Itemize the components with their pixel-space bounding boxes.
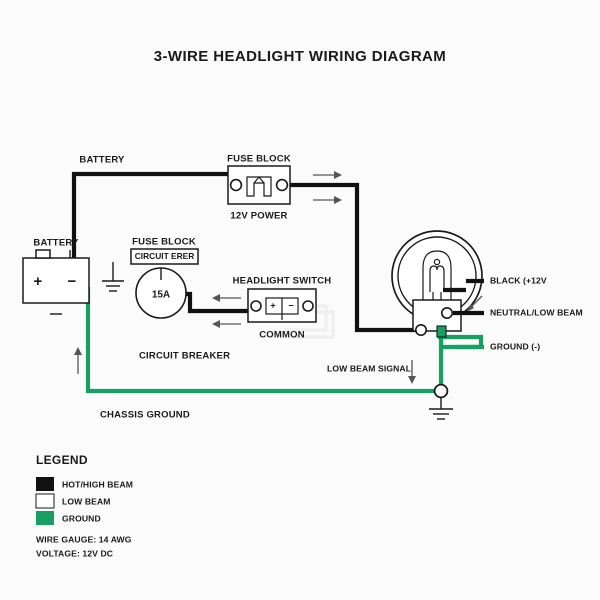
legend-label-hot-high-beam: HOT/HIGH BEAM bbox=[62, 479, 133, 489]
battery-label: BATTERY bbox=[33, 238, 79, 249]
legend-item-hot-high-beam: HOT/HIGH BEAM bbox=[36, 477, 133, 491]
legend-label-low-beam: LOW BEAM bbox=[62, 496, 111, 506]
headlight-terminal-black-label: BLACK (+12V bbox=[490, 275, 547, 285]
battery-plus-symbol: + bbox=[34, 273, 43, 290]
chassis-ground-node bbox=[429, 383, 453, 420]
battery-component: BATTERY + − bbox=[22, 238, 90, 315]
headlight-terminal-ground[interactable] bbox=[436, 325, 447, 338]
legend-item-ground: GROUND bbox=[36, 511, 101, 525]
legend-note-voltage: VOLTAGE: 12V DC bbox=[36, 548, 113, 558]
circuit-breaker-component[interactable]: FUSE BLOCK CIRCUIT ERER 15A CIRCUIT BREA… bbox=[130, 237, 230, 362]
headlight-label-ground: GROUND (-) bbox=[455, 341, 540, 351]
legend: LEGEND HOT/HIGH BEAM LOW BEAM GROUND WIR… bbox=[35, 453, 133, 558]
fuse-block-label: FUSE BLOCK bbox=[227, 154, 291, 165]
switch-terminal-right[interactable] bbox=[302, 300, 314, 312]
battery-wire-label: BATTERY bbox=[79, 155, 125, 166]
circuit-breaker-fuse-block-label: FUSE BLOCK bbox=[132, 237, 196, 248]
circuit-breaker-box-label: CIRCUIT ERER bbox=[135, 251, 195, 261]
headlight-terminal-low-beam[interactable] bbox=[414, 323, 427, 336]
legend-note-wire-gauge: WIRE GAUGE: 14 AWG bbox=[36, 534, 132, 544]
page-title: 3-WIRE HEADLIGHT WIRING DIAGRAM bbox=[154, 48, 446, 65]
headlight-switch-label: HEADLIGHT SWITCH bbox=[233, 276, 332, 287]
ground-symbol-battery bbox=[102, 262, 124, 292]
headlight-label-black: BLACK (+12V bbox=[466, 275, 547, 285]
headlight-terminal-neutral[interactable] bbox=[440, 306, 453, 319]
low-beam-signal-label: LOW BEAM SIGNAL bbox=[327, 363, 411, 373]
legend-title: LEGEND bbox=[36, 453, 88, 467]
headlight-callout-arrow bbox=[465, 295, 483, 313]
legend-item-low-beam: LOW BEAM bbox=[35, 493, 111, 509]
bulb-tip-icon bbox=[433, 258, 441, 266]
fuse-block-sublabel: 12V POWER bbox=[230, 211, 287, 222]
switch-minus-symbol: − bbox=[288, 300, 293, 310]
arrow-switch-in-upper bbox=[212, 294, 241, 302]
headlight-label-neutral: NEUTRAL/LOW BEAM bbox=[453, 307, 583, 317]
fuse-block-terminal-right[interactable] bbox=[275, 178, 289, 192]
bulb-filament-icon bbox=[429, 265, 445, 292]
fuse-block-terminal-left[interactable] bbox=[229, 178, 243, 192]
fuse-block-12v-power[interactable]: FUSE BLOCK 12V POWER bbox=[227, 154, 291, 222]
wire-breaker-to-switch bbox=[178, 291, 249, 314]
arrow-power-out-upper bbox=[313, 171, 342, 179]
headlight-switch-component[interactable]: HEADLIGHT SWITCH + − COMMON bbox=[233, 276, 332, 341]
switch-terminal-left[interactable] bbox=[250, 300, 262, 312]
headlight-switch-sublabel: COMMON bbox=[259, 330, 305, 341]
headlight-terminal-neutral-label: NEUTRAL/LOW BEAM bbox=[490, 307, 583, 317]
arrow-switch-in-lower bbox=[212, 320, 241, 328]
legend-swatch-hot-high-beam bbox=[36, 477, 54, 491]
wire-switch-low-beam bbox=[284, 304, 335, 339]
wire-fuse-block-to-headlight bbox=[289, 182, 419, 333]
wire-chassis-ground bbox=[85, 287, 444, 394]
legend-label-ground: GROUND bbox=[62, 513, 101, 523]
arrow-power-out-lower bbox=[313, 196, 342, 204]
low-beam-signal-callout: LOW BEAM SIGNAL bbox=[327, 360, 416, 384]
bulb-envelope-icon bbox=[422, 250, 452, 303]
wire-battery-to-fuse-block bbox=[71, 171, 228, 281]
battery-minus-symbol: − bbox=[68, 273, 77, 290]
legend-swatch-low-beam bbox=[35, 493, 55, 509]
circuit-breaker-rating: 15A bbox=[152, 290, 170, 301]
headlight-terminal-ground-label: GROUND (-) bbox=[490, 341, 540, 351]
ground-junction-node[interactable] bbox=[433, 383, 449, 399]
legend-swatch-ground bbox=[36, 511, 54, 525]
circuit-breaker-caption: CIRCUIT BREAKER bbox=[139, 351, 230, 362]
switch-plus-symbol: + bbox=[270, 300, 275, 310]
arrow-ground-return bbox=[74, 347, 82, 374]
headlight-component[interactable] bbox=[391, 230, 483, 338]
chassis-ground-label: CHASSIS GROUND bbox=[100, 410, 190, 421]
